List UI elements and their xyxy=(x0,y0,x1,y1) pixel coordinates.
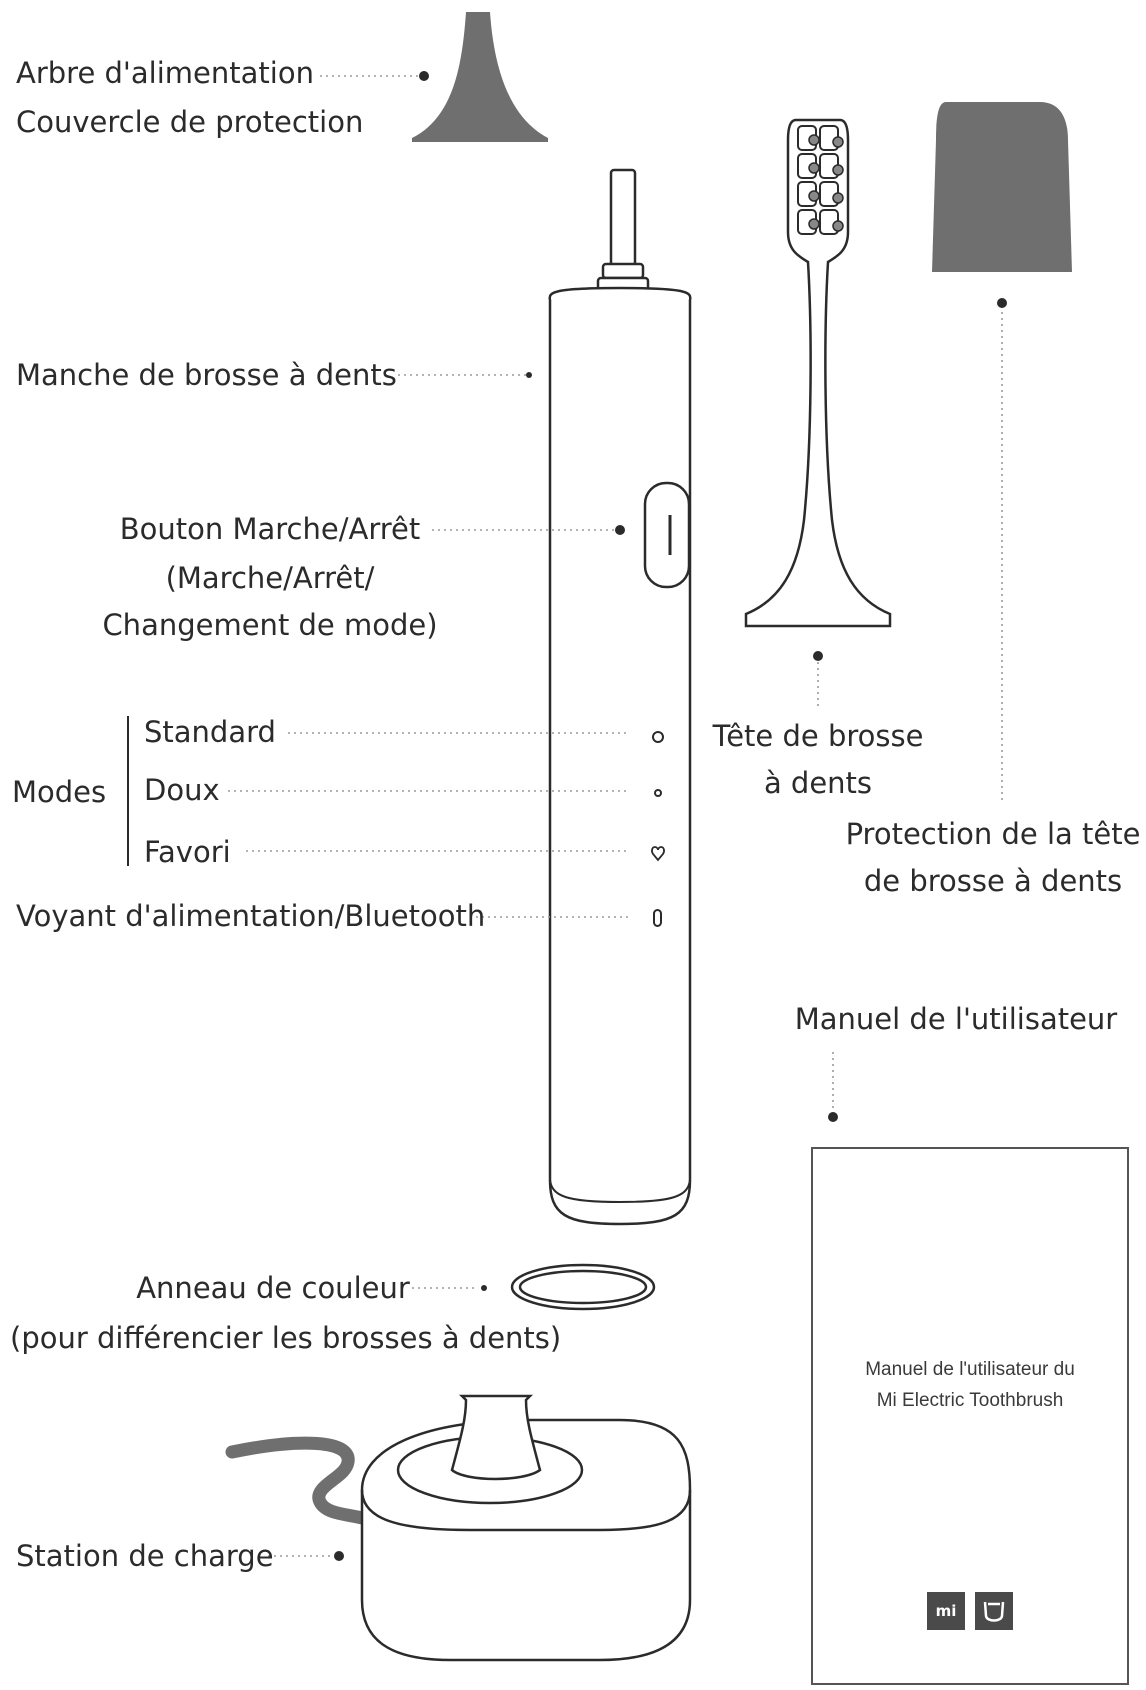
mijia-logo-badge xyxy=(975,1592,1013,1630)
color-ring xyxy=(510,1263,656,1311)
label-charging-station: Station de charge xyxy=(16,1539,274,1573)
mode-standard-icon xyxy=(652,731,664,743)
mi-logo-badge xyxy=(927,1592,965,1630)
mi-logo-text: mi xyxy=(936,1602,957,1620)
label-power-button: Bouton Marche/Arrêt xyxy=(119,512,421,546)
label-color-ring-line2: (pour différencier les brosses à dents) xyxy=(10,1321,562,1355)
shaft-cover-shape xyxy=(412,12,548,142)
label-brush-head-line2: à dents xyxy=(763,766,873,800)
charging-station xyxy=(360,1394,692,1662)
brush-head-cap-shape xyxy=(932,102,1072,272)
label-power-button-line2: (Marche/Arrêt/ xyxy=(165,561,375,595)
label-brush-head: Tête de brosse xyxy=(712,719,924,753)
label-mode-standard: Standard xyxy=(144,715,276,749)
label-shaft: Arbre d'alimentation xyxy=(16,56,314,90)
label-manual: Manuel de l'utilisateur xyxy=(794,1002,1118,1036)
label-head-cover-line2: de brosse à dents xyxy=(863,864,1123,898)
label-color-ring: Anneau de couleur xyxy=(136,1271,410,1305)
power-indicator-icon xyxy=(653,909,662,927)
toothbrush-handle xyxy=(548,168,692,1226)
mode-soft-icon xyxy=(654,789,662,797)
mijia-logo-icon xyxy=(983,1601,1005,1622)
manual-cover-title-line2: Mi Electric Toothbrush xyxy=(876,1390,1064,1411)
label-shaft-cover: Couvercle de protection xyxy=(16,105,364,139)
user-manual-booklet xyxy=(811,1147,1129,1685)
label-modes: Modes xyxy=(12,775,107,809)
label-mode-soft: Doux xyxy=(144,773,220,807)
manual-cover-title-line1: Manuel de l'utilisateur du xyxy=(865,1359,1075,1380)
label-head-cover: Protection de la tête xyxy=(845,817,1141,851)
brush-head xyxy=(744,118,892,628)
charging-cable xyxy=(225,1436,369,1525)
label-mode-favorite: Favori xyxy=(144,835,231,869)
leader-lines xyxy=(228,75,1003,1557)
label-handle: Manche de brosse à dents xyxy=(16,358,397,392)
mode-favorite-icon xyxy=(651,846,665,862)
label-indicator: Voyant d'alimentation/Bluetooth xyxy=(16,899,486,933)
leader-dots xyxy=(334,71,1007,1561)
label-power-button-line3: Changement de mode) xyxy=(102,608,438,642)
